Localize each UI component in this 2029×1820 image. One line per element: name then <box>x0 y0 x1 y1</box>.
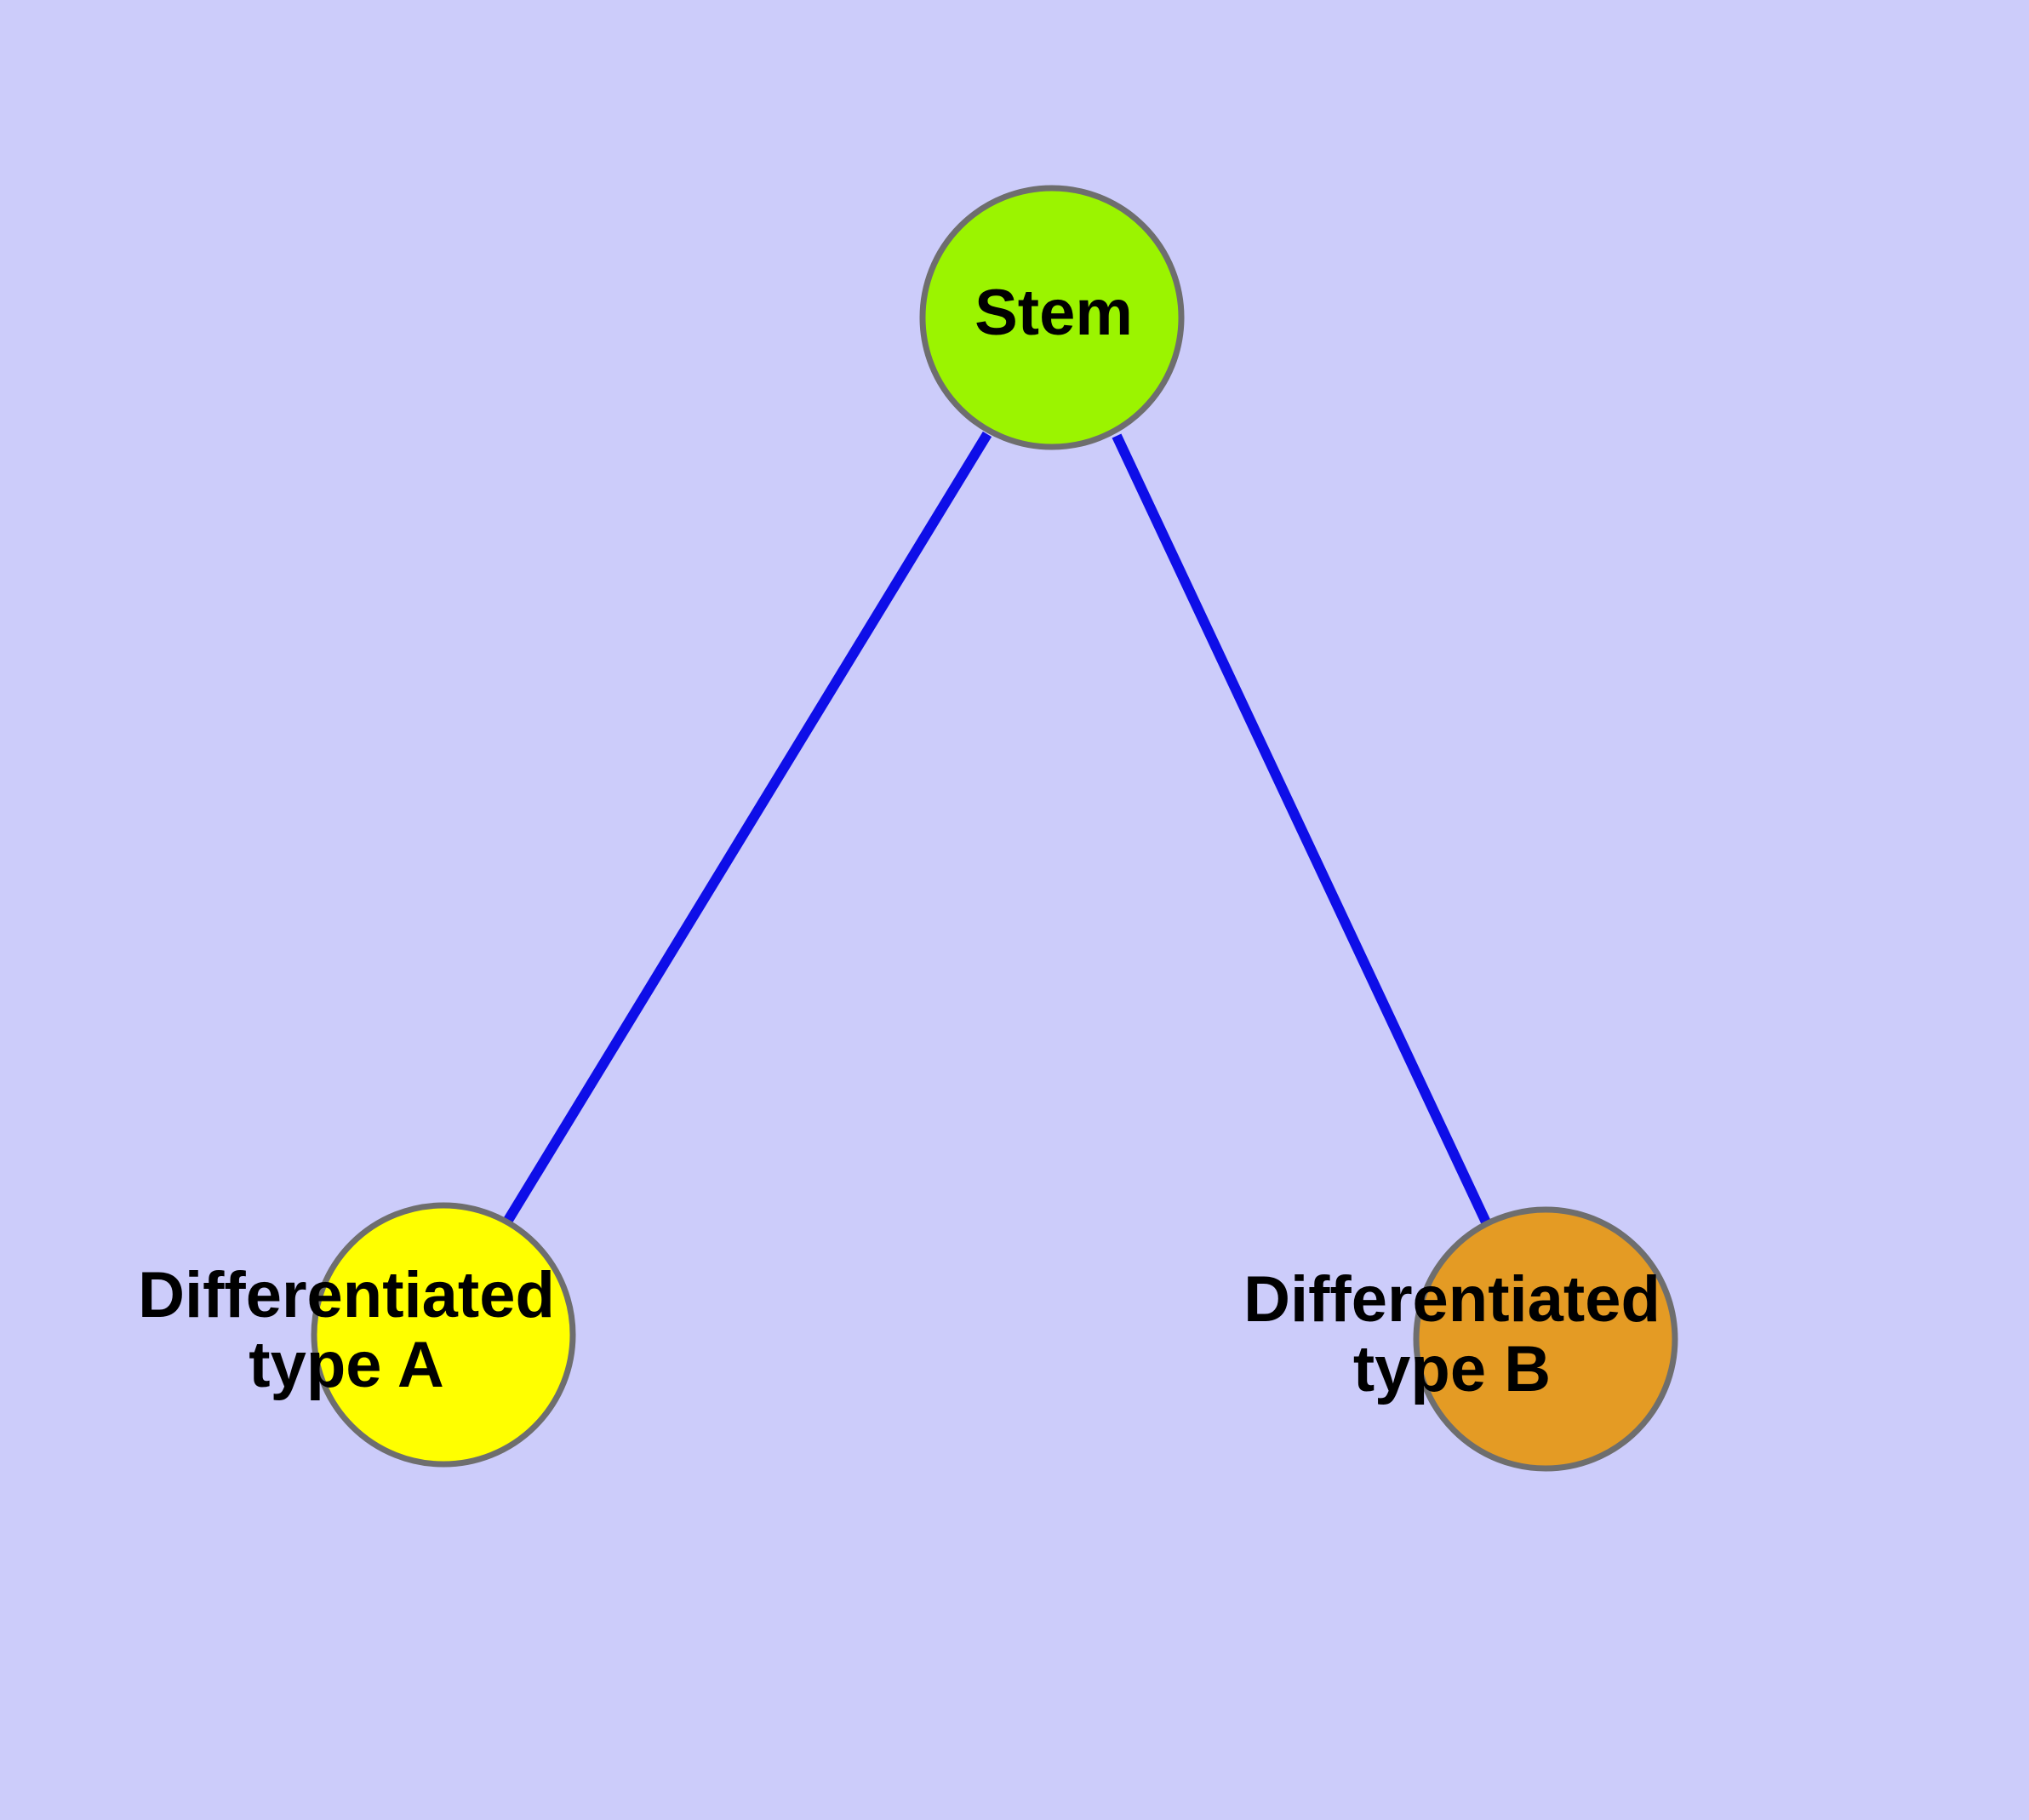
edges-layer <box>502 431 1493 1228</box>
nodes-layer <box>311 185 1678 1472</box>
node-differentiated-type-b[interactable] <box>1413 1206 1678 1472</box>
node-differentiated-type-a[interactable] <box>311 1202 576 1468</box>
node-label-stem: Stem <box>974 277 1133 349</box>
edge-stem-to-differentiated-type-a[interactable] <box>502 431 992 1225</box>
edge-stem-to-differentiated-type-b[interactable] <box>1112 433 1493 1228</box>
node-stem[interactable] <box>919 185 1185 450</box>
